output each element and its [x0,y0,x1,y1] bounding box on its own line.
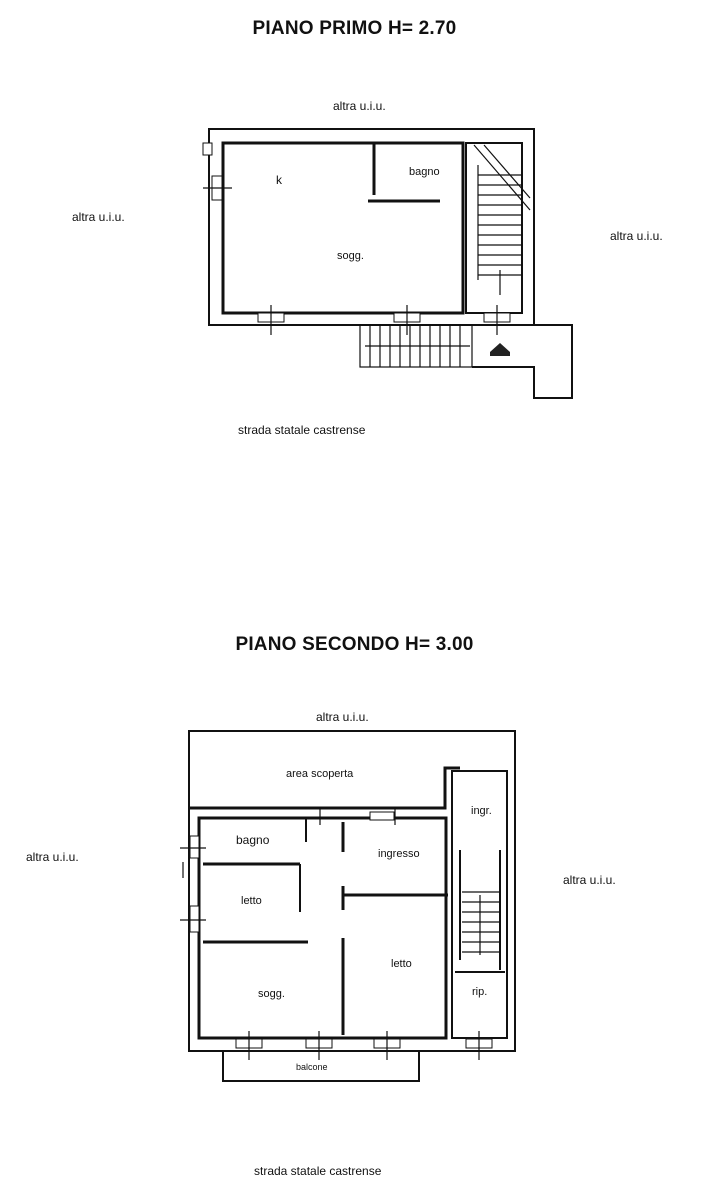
floor1-neighbor-top: altra u.i.u. [333,99,386,113]
floor1-entry-arrow-icon [490,343,510,352]
floor1-road-label: strada statale castrense [238,423,366,437]
floor1-internal-stairs [473,144,531,295]
floor2-window [189,905,200,933]
floor2-neighbor-left: altra u.i.u. [26,850,79,864]
floor1-neighbor-right: altra u.i.u. [610,229,663,243]
floor1-landing [472,324,573,399]
floor1-neighbor-left: altra u.i.u. [72,210,125,224]
floor2-room-bath: bagno [236,833,270,847]
floor1-inner-wall [221,141,465,315]
floor2-room-storage: rip. [472,986,488,998]
floor1-vent [202,142,213,156]
floor2-room-bedroom1: letto [241,895,262,907]
floor2-window [189,835,200,859]
floor2-room-entry-small: ingr. [471,805,492,817]
floor1-plan [202,128,573,399]
floor1-room-living: sogg. [337,250,364,262]
floor2-road-label: strada statale castrense [254,1164,382,1178]
floor2-courtyard-wall [189,766,460,810]
floor1-external-stairs [359,324,473,368]
floor2-title: PIANO SECONDO H= 3.00 [235,634,474,655]
floor2-balcony-label: balcone [296,1062,328,1072]
floor2-room-bedroom2: letto [391,958,412,970]
floor2-balcony [222,1050,420,1082]
floor2-room-living: sogg. [258,988,285,1000]
floor2-neighbor-right: altra u.i.u. [563,873,616,887]
floor2-neighbor-top: altra u.i.u. [316,710,369,724]
floor2-internal-stairs [462,891,500,955]
floor1-room-bath: bagno [409,166,440,178]
floor2-window [369,811,395,821]
floor1-room-kitchen: k [276,173,282,187]
floor1-title: PIANO PRIMO H= 2.70 [252,18,457,39]
floor2-plan [180,730,516,1082]
floor2-room-open-area: area scoperta [286,768,354,780]
floor2-room-entrance: ingresso [378,848,420,860]
